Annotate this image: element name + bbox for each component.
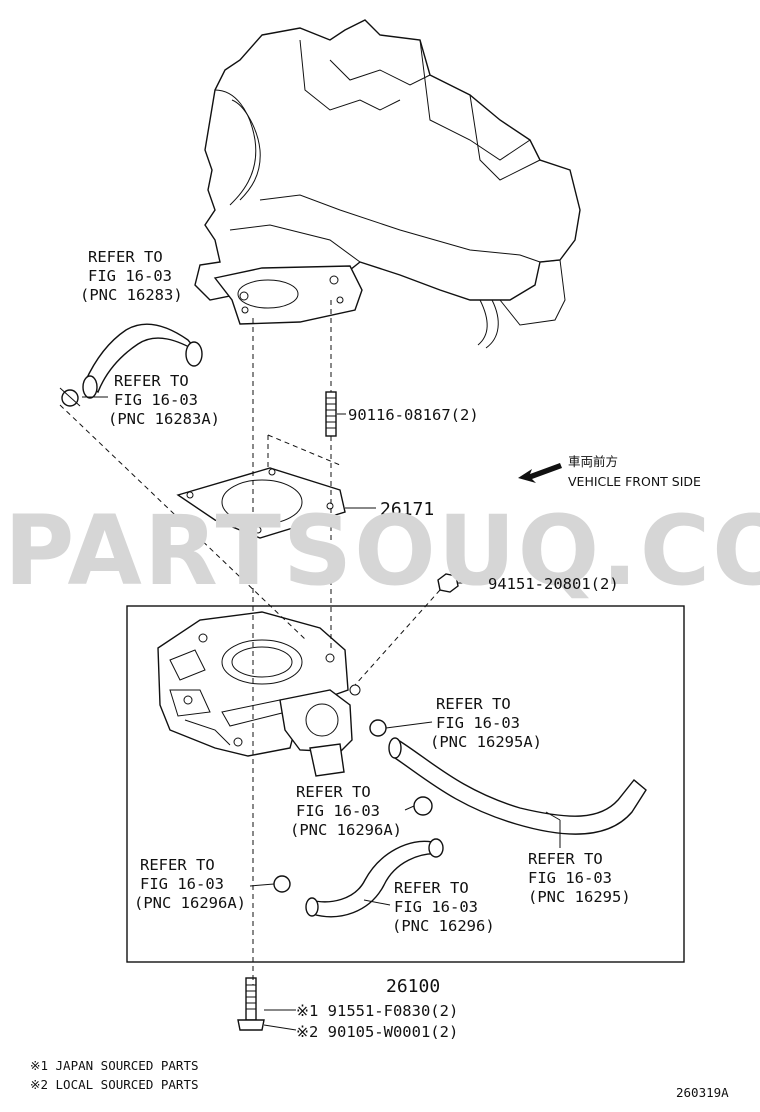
alignment-lines (59, 300, 441, 985)
callout-16283a-line2: FIG 16-03 (114, 391, 198, 409)
throttle-body-assembly-box (126, 605, 685, 963)
part-label-bolt-local: ※2 90105-W0001(2) (296, 1023, 458, 1041)
callout-16283-line1: REFER TO (88, 248, 163, 266)
callout-16283-line2: FIG 16-03 (88, 267, 172, 285)
part-label-nut: 94151-20801(2) (488, 575, 619, 593)
part-label-throttle-body: 26100 (386, 976, 440, 997)
stud-drawing (325, 391, 337, 437)
hose-16283-drawing (59, 323, 203, 407)
gasket-drawing (176, 467, 346, 539)
note-local-sourced: ※2 LOCAL SOURCED PARTS (30, 1077, 199, 1092)
bolt-drawing (237, 977, 265, 1031)
note-japan-sourced: ※1 JAPAN SOURCED PARTS (30, 1058, 199, 1073)
callout-16296-line1: REFER TO (394, 879, 469, 897)
callout-16295a-line1: REFER TO (436, 695, 511, 713)
callout-16283a-line3: (PNC 16283A) (108, 410, 220, 428)
callout-16296a-upper-line2: FIG 16-03 (296, 802, 380, 820)
front-indicator-japanese: 車両前方 (568, 454, 618, 469)
hose-16295-drawing (369, 719, 647, 835)
part-label-gasket: 26171 (380, 499, 434, 520)
front-indicator-english: VEHICLE FRONT SIDE (568, 474, 701, 489)
callout-16296a-lower-line2: FIG 16-03 (140, 875, 224, 893)
leader-lines (82, 396, 561, 1031)
callout-16296a-lower-line1: REFER TO (140, 856, 215, 874)
diagram-id: 260319A (676, 1085, 729, 1100)
watermark: PARTSOUQ.COM (4, 495, 760, 607)
throttle-body-drawing (157, 611, 361, 777)
intake-manifold-drawing (194, 19, 581, 349)
callout-16296-line2: FIG 16-03 (394, 898, 478, 916)
callout-16295a-line3: (PNC 16295A) (430, 733, 542, 751)
callout-16283-line3: (PNC 16283) (80, 286, 183, 304)
callout-16296a-upper-line1: REFER TO (296, 783, 371, 801)
callout-16296a-lower-line3: (PNC 16296A) (134, 894, 246, 912)
hose-16296-drawing (273, 838, 444, 918)
callout-16283a-line1: REFER TO (114, 372, 189, 390)
part-label-bolt-japan: ※1 91551-F0830(2) (296, 1002, 458, 1020)
vehicle-front-arrow-icon (518, 463, 562, 483)
callout-16295-line3: (PNC 16295) (528, 888, 631, 906)
callout-16295-line1: REFER TO (528, 850, 603, 868)
callout-16296-line3: (PNC 16296) (392, 917, 495, 935)
callout-16295-line2: FIG 16-03 (528, 869, 612, 887)
callout-16296a-upper-line3: (PNC 16296A) (290, 821, 402, 839)
callout-16295a-line2: FIG 16-03 (436, 714, 520, 732)
part-label-stud: 90116-08167(2) (348, 406, 479, 424)
